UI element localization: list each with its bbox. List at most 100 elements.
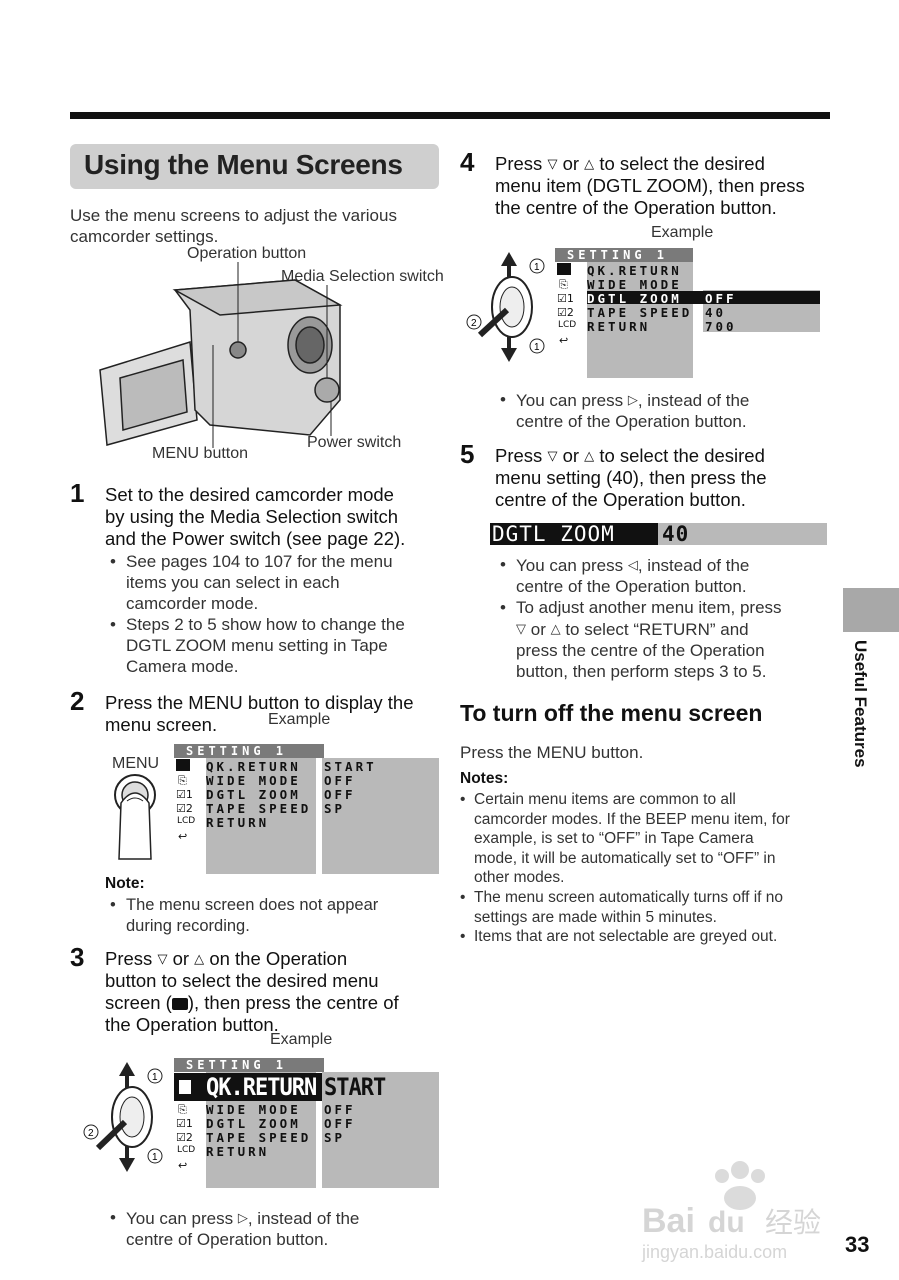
notes-title: Notes: — [460, 770, 509, 787]
down-triangle-icon: ▽ — [547, 448, 558, 463]
step-1-number: 1 — [70, 478, 85, 508]
right-triangle-icon: ▷ — [627, 392, 638, 407]
menu-item: DGTL ZOOM — [206, 787, 301, 802]
menu-value: SP — [324, 1130, 346, 1145]
menu-item: QK.RETURN — [206, 759, 301, 774]
menu-item: WIDE MODE — [206, 773, 301, 788]
menu-header: SETTING 1 — [174, 1058, 324, 1072]
step-2-text: Press the MENU button to display the men… — [105, 692, 414, 735]
menu-value: OFF — [324, 1116, 356, 1131]
svg-text:1: 1 — [534, 262, 540, 273]
step-2-number: 2 — [70, 686, 85, 716]
left-triangle-icon: ◁ — [627, 557, 638, 572]
menu-value-selected: OFF — [705, 291, 737, 306]
step-5-bullets: • You can press ◁, instead of the centre… — [500, 554, 782, 682]
page-title-box: Using the Menu Screens — [70, 144, 439, 189]
step-5-number: 5 — [460, 439, 475, 469]
lcd-icon: LCD — [177, 816, 196, 826]
down-triangle-icon: ▽ — [547, 156, 558, 171]
menu-header: SETTING 1 — [555, 248, 693, 262]
checklist-2-icon: ☑2 — [557, 306, 574, 319]
menu-screen-step3: SETTING 1 QK.RETURN START ⎘ ☑1 ☑2 LCD ↩ … — [174, 1058, 439, 1188]
menu-item: RETURN — [587, 319, 651, 334]
menu-screen-step4: SETTING 1 ⎘ ☑1 ☑2 LCD ↩ QK.RETURN WIDE M… — [555, 248, 820, 378]
menu-value: OFF — [324, 1102, 356, 1117]
menu-value: START — [324, 759, 377, 774]
side-tab-marker — [843, 588, 899, 632]
step-3-example-label: Example — [270, 1031, 333, 1048]
zoom-bar-value: 40 — [662, 522, 690, 546]
checklist-2-icon: ☑2 — [176, 802, 193, 815]
checklist-1-icon: ☑1 — [176, 1117, 193, 1130]
notes-list: • Certain menu items are common to all c… — [460, 790, 835, 947]
zoom-bar-label: DGTL ZOOM — [492, 522, 615, 546]
return-icon: ↩ — [178, 1159, 188, 1172]
menu-button-label: MENU button — [152, 445, 249, 462]
step-4-text: Press ▽ or △ to select the desired menu … — [495, 153, 805, 218]
up-triangle-icon: △ — [584, 156, 595, 171]
down-triangle-icon: ▽ — [516, 621, 526, 636]
camera-mode-icon: ⎘ — [178, 774, 187, 787]
list-item: • The menu screen automatically turns of… — [460, 888, 784, 926]
right-triangle-icon: ▷ — [237, 1210, 248, 1225]
menu-item: RETURN — [206, 1144, 270, 1159]
checklist-1-icon: ☑1 — [176, 788, 193, 801]
step-4-bullet: • You can press ▷, instead of the centre… — [500, 390, 750, 431]
menu-selected-row — [174, 1073, 322, 1101]
return-icon: ↩ — [559, 334, 569, 347]
return-icon: ↩ — [178, 830, 188, 843]
side-tab-label: Useful Features — [851, 640, 870, 768]
down-triangle-icon: ▽ — [157, 951, 168, 966]
menu-item-selected: QK.RETURN — [206, 1074, 317, 1102]
svg-text:1: 1 — [152, 1072, 158, 1083]
paw-icon: Bai du 经验 jingyan.baidu.com — [641, 1161, 821, 1262]
menu-item: TAPE SPEED — [587, 305, 693, 320]
lcd-icon: LCD — [177, 1145, 196, 1155]
power-switch-label: Power switch — [307, 434, 402, 451]
camera-icon — [557, 263, 571, 275]
finger-press-icon — [114, 774, 156, 860]
menu-item-selected: DGTL ZOOM — [587, 291, 682, 306]
step-4-number: 4 — [460, 147, 475, 177]
menu-value: 700 — [705, 319, 737, 334]
operation-button-label: Operation button — [187, 245, 307, 262]
menu-label: MENU — [112, 755, 160, 772]
top-rule — [70, 112, 830, 119]
lcd-icon: LCD — [558, 320, 577, 330]
svg-text:2: 2 — [88, 1128, 94, 1139]
checklist-1-icon: ☑1 — [557, 292, 574, 305]
menu-item: QK.RETURN — [587, 263, 682, 278]
menu-value: SP — [324, 801, 346, 816]
menu-button-illustration: MENU — [107, 755, 167, 865]
svg-text:1: 1 — [534, 342, 540, 353]
up-triangle-icon: △ — [194, 951, 205, 966]
up-triangle-icon: △ — [550, 621, 561, 636]
camcorder-illustration: Operation button Media Selection switch … — [95, 245, 465, 465]
menu-screen-step2: SETTING 1 ⎘ ☑1 ☑2 LCD ↩ QK.RETURN WIDE M… — [174, 744, 439, 874]
list-item: • Steps 2 to 5 show how to change the DG… — [110, 615, 405, 676]
camera-mode-icon: ⎘ — [178, 1103, 187, 1116]
list-item: • To adjust another menu item, press ▽ o… — [500, 598, 782, 681]
menu-values-panel — [322, 758, 439, 874]
svg-text:经验: 经验 — [765, 1206, 821, 1239]
up-triangle-icon: △ — [584, 448, 595, 463]
step-1-text: Set to the desired camcorder mode by usi… — [105, 484, 406, 549]
checklist-2-icon: ☑2 — [176, 1131, 193, 1144]
menu-selected-row — [587, 291, 820, 304]
zoom-setting-bar: DGTL ZOOM 40 — [490, 523, 827, 545]
menu-items-panel — [206, 758, 316, 874]
camera-icon — [176, 759, 190, 771]
page-number: 33 — [845, 1232, 870, 1257]
list-item: • See pages 104 to 107 for the menu item… — [110, 552, 393, 613]
step-2-note-title: Note: — [105, 875, 145, 892]
operation-dial-icon: 1 1 2 — [466, 252, 545, 362]
step-2-example-label: Example — [268, 711, 331, 728]
camera-mode-icon: ⎘ — [559, 278, 568, 291]
operation-dial-icon: 1 1 2 — [83, 1062, 163, 1172]
page-title: Using the Menu Screens — [84, 149, 403, 180]
menu-item: WIDE MODE — [587, 277, 682, 292]
menu-value-selected: START — [324, 1074, 386, 1102]
section-text: Press the MENU button. — [460, 743, 644, 762]
svg-text:du: du — [708, 1206, 745, 1239]
menu-item: DGTL ZOOM — [206, 1116, 301, 1131]
